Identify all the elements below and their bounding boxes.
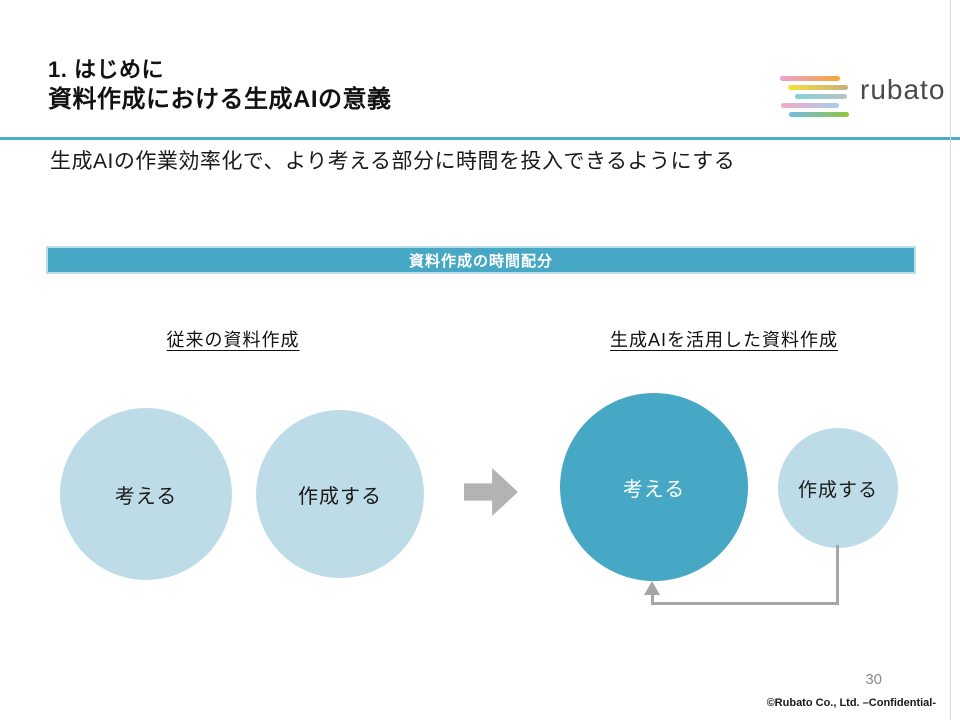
logo-line-5 <box>789 112 849 117</box>
circle-genai-create: 作成する <box>778 428 898 548</box>
circle-label: 作成する <box>298 485 382 508</box>
rubato-logo-icon <box>778 70 853 118</box>
circle-traditional-think: 考える <box>60 408 232 580</box>
connector-arrowhead-icon <box>644 581 660 595</box>
page-number: 30 <box>865 671 882 688</box>
heading-traditional: 従来の資料作成 <box>166 330 300 350</box>
connector-segment-up <box>651 594 654 605</box>
slide-title-section: 1. はじめに <box>48 57 164 82</box>
slide-edge-divider <box>950 0 951 720</box>
heading-genai: 生成AIを活用した資料作成 <box>609 330 838 350</box>
circle-label: 考える <box>114 485 178 508</box>
circle-label: 考える <box>622 478 686 501</box>
title-block: 1. はじめに 資料作成における生成AIの意義 <box>48 55 392 115</box>
rubato-logo: rubato <box>778 70 948 120</box>
logo-line-3 <box>795 94 847 99</box>
key-message: 生成AIの作業効率化で、より考える部分に時間を投入できるようにする <box>50 150 736 173</box>
connector-segment-down <box>836 545 839 605</box>
connector-segment-across <box>651 602 839 605</box>
circle-label: 作成する <box>797 479 878 501</box>
title-underline-rule <box>0 137 960 140</box>
logo-line-4 <box>781 103 839 108</box>
slide-title-main: 資料作成における生成AIの意義 <box>48 85 392 113</box>
section-banner: 資料作成の時間配分 <box>46 246 916 274</box>
logo-line-1 <box>780 76 840 81</box>
logo-wordmark: rubato <box>860 74 946 105</box>
circle-traditional-create: 作成する <box>256 410 424 578</box>
section-banner-label: 資料作成の時間配分 <box>408 252 553 270</box>
circle-genai-think: 考える <box>560 393 748 581</box>
footer-copyright: ©Rubato Co., Ltd. –Confidential- <box>766 697 936 709</box>
logo-line-2 <box>788 85 848 90</box>
right-arrow-icon <box>464 468 518 516</box>
